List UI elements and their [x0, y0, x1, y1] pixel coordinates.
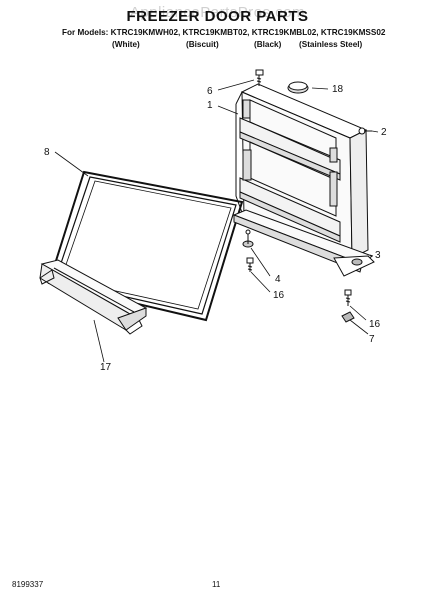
callout-labels: 6 18 1 2 8 3 4 16 16 7 17: [44, 84, 387, 373]
hinge-cap-part-18: [287, 81, 309, 94]
variant-white: (White): [112, 40, 140, 49]
leader-lines: [54, 79, 379, 363]
callout-8: 8: [44, 147, 50, 158]
screw-part-6: [255, 69, 264, 86]
hinge-bracket-part-3: [232, 209, 375, 277]
door-gasket-part-8: [47, 170, 244, 322]
washer-part-7: [341, 311, 355, 323]
screw-part-16-right: [344, 289, 352, 306]
callout-17: 17: [100, 362, 112, 373]
callout-3: 3: [375, 250, 381, 261]
callout-7: 7: [369, 334, 375, 345]
callout-6: 6: [207, 86, 213, 97]
screw-part-16-left: [246, 257, 254, 272]
callout-18: 18: [332, 84, 344, 95]
screw-part-2: [358, 127, 372, 135]
model-list: For Models: KTRC19KMWH02, KTRC19KMBT02, …: [62, 28, 386, 37]
variant-stainless: (Stainless Steel): [299, 40, 363, 49]
callout-1: 1: [207, 100, 213, 111]
freezer-door-part: [235, 83, 369, 259]
door-handle-part-17: [39, 259, 148, 335]
page-title: FREEZER DOOR PARTS: [126, 8, 309, 25]
page-number: 11: [212, 580, 221, 589]
callout-16-right: 16: [369, 319, 381, 330]
callout-2: 2: [381, 127, 387, 138]
watermark: AppliancePartsPros.com: [129, 4, 306, 21]
variant-biscuit: (Biscuit): [186, 40, 219, 49]
hinge-pin-part-4: [242, 229, 254, 248]
callout-4: 4: [275, 274, 281, 285]
variant-black: (Black): [254, 40, 282, 49]
part-number: 8199337: [12, 580, 44, 589]
callout-16-left: 16: [273, 290, 285, 301]
